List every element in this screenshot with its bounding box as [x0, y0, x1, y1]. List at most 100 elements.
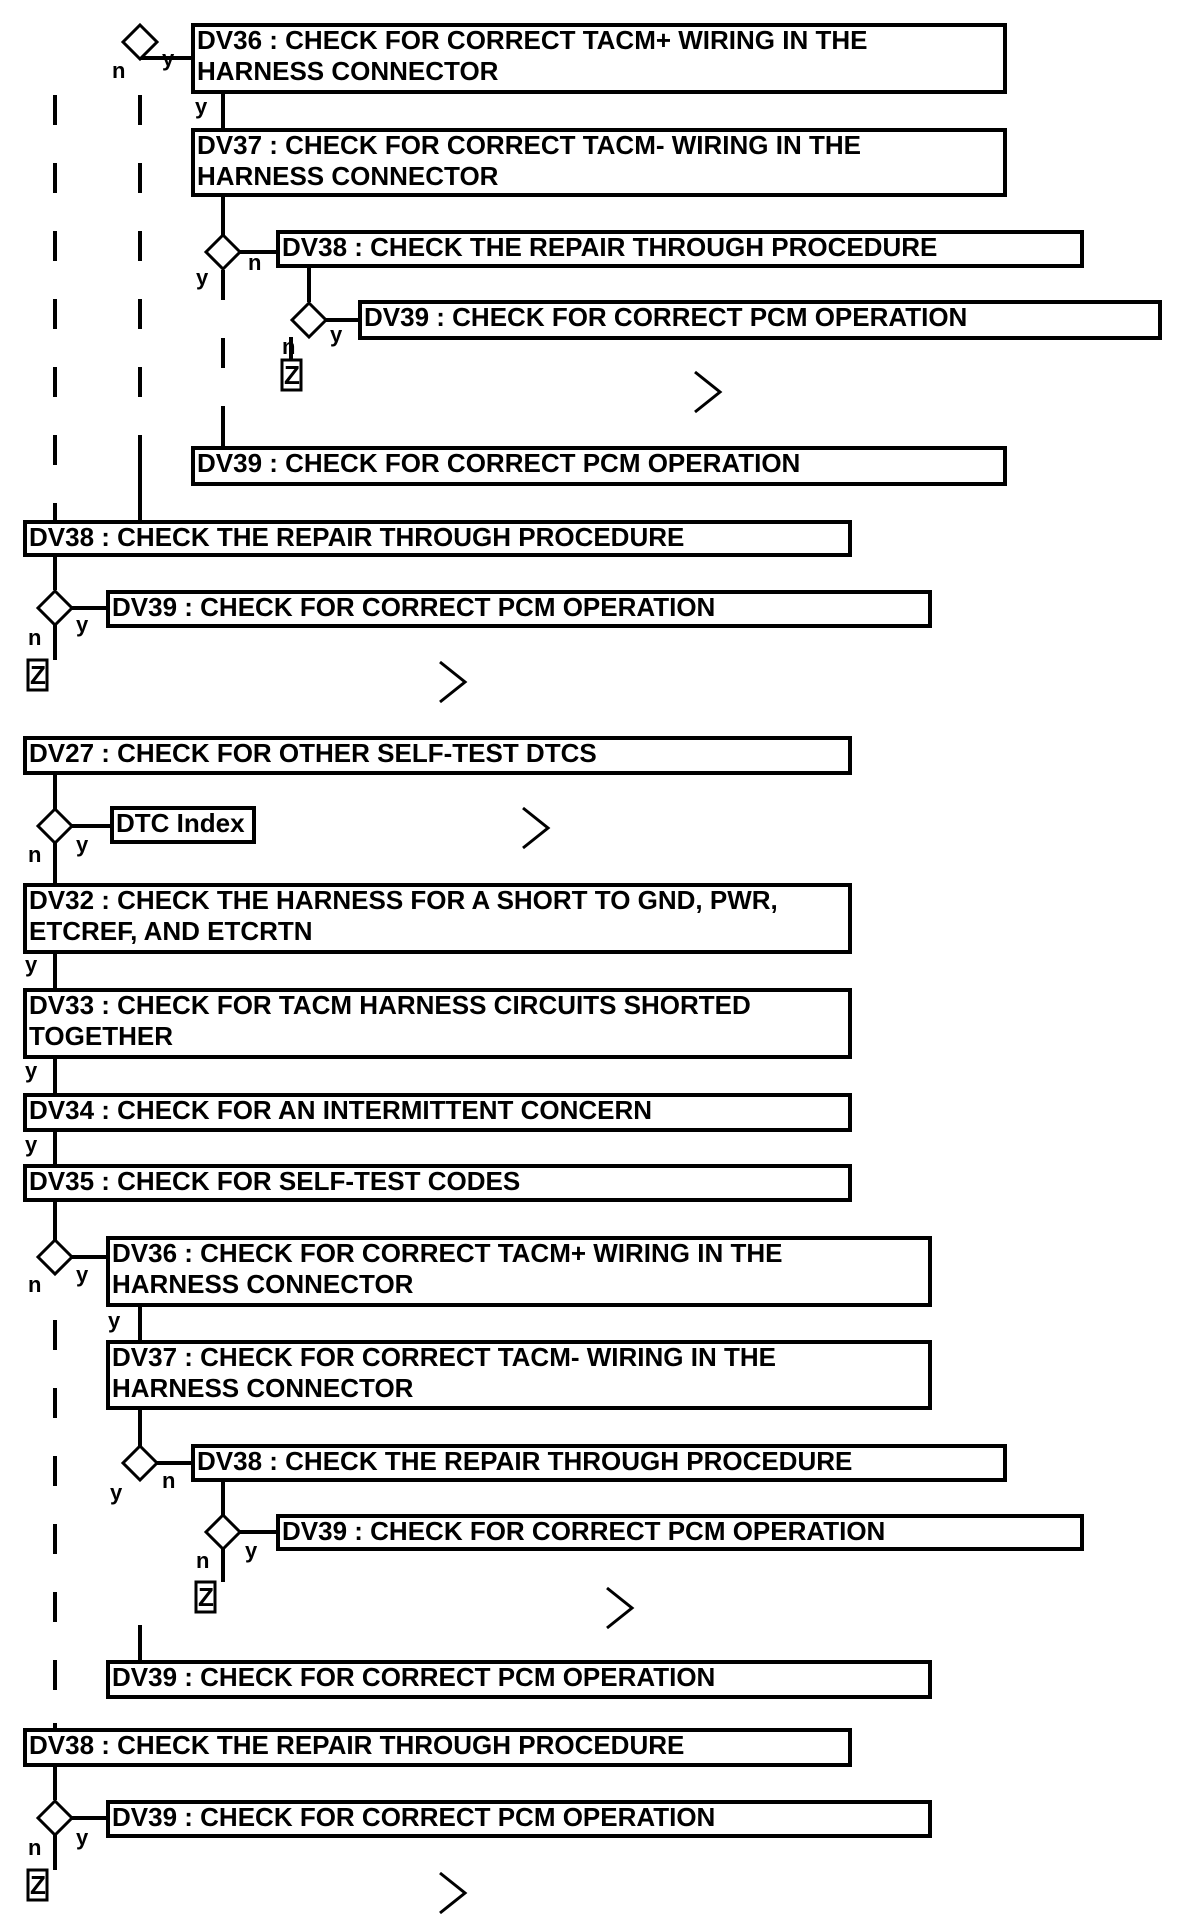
- no-label: n: [282, 334, 295, 359]
- step-dv36-tacm-pos-label: DV36 : CHECK FOR CORRECT TACM+ WIRING IN…: [112, 1238, 782, 1268]
- step-dv32-short-frame: [23, 883, 852, 954]
- yes-label: y: [108, 1308, 121, 1333]
- step-dv39-pcm-label: DV39 : CHECK FOR CORRECT PCM OPERATION: [197, 448, 800, 478]
- step-dv39-pcm-label: DV39 : CHECK FOR CORRECT PCM OPERATION: [282, 1516, 885, 1546]
- step-dv33-shorted-together-label: TOGETHER: [29, 1021, 173, 1051]
- step-dv39-pcm[interactable]: DV39 : CHECK FOR CORRECT PCM OPERATION: [358, 300, 1162, 340]
- yes-label: y: [330, 322, 343, 347]
- step-dv39-pcm-label: DV39 : CHECK FOR CORRECT PCM OPERATION: [112, 592, 715, 622]
- step-dv36-tacm-pos-frame: [106, 1236, 932, 1307]
- step-dv39-pcm[interactable]: DV39 : CHECK FOR CORRECT PCM OPERATION: [276, 1514, 1084, 1551]
- yes-label: y: [76, 612, 89, 637]
- step-dv38-repair-label: DV38 : CHECK THE REPAIR THROUGH PROCEDUR…: [29, 522, 684, 552]
- no-label: n: [248, 250, 261, 275]
- step-dv36-tacm-pos[interactable]: DV36 : CHECK FOR CORRECT TACM+ WIRING IN…: [191, 23, 1007, 94]
- step-dv27-other-dtcs[interactable]: DV27 : CHECK FOR OTHER SELF-TEST DTCS: [23, 736, 852, 775]
- step-dv39-pcm-label: DV39 : CHECK FOR CORRECT PCM OPERATION: [112, 1802, 715, 1832]
- step-dv37-tacm-neg-label: DV37 : CHECK FOR CORRECT TACM- WIRING IN…: [197, 130, 861, 160]
- step-dv35-self-test-label: DV35 : CHECK FOR SELF-TEST CODES: [29, 1166, 520, 1196]
- end-z-marker[interactable]: Z: [280, 358, 303, 392]
- step-dv39-pcm[interactable]: DV39 : CHECK FOR CORRECT PCM OPERATION: [106, 1800, 932, 1838]
- step-dv39-pcm-frame: [106, 590, 932, 628]
- end-z-frame: [194, 1580, 217, 1614]
- yes-label: y: [245, 1538, 258, 1563]
- step-dv38-repair[interactable]: DV38 : CHECK THE REPAIR THROUGH PROCEDUR…: [23, 520, 852, 557]
- diamond-icon: [35, 1798, 75, 1838]
- diamond-icon: [35, 1237, 75, 1277]
- step-dv36-tacm-pos-label: HARNESS CONNECTOR: [197, 56, 499, 86]
- diamond-icon: [203, 1512, 243, 1552]
- step-dv34-intermittent[interactable]: DV34 : CHECK FOR AN INTERMITTENT CONCERN: [23, 1093, 852, 1132]
- diamond-icon: [289, 300, 329, 340]
- yes-label: y: [76, 1825, 89, 1850]
- end-z-label: Z: [30, 1870, 46, 1900]
- step-dv33-shorted-together[interactable]: DV33 : CHECK FOR TACM HARNESS CIRCUITS S…: [23, 988, 852, 1059]
- step-dv36-tacm-pos-label: DV36 : CHECK FOR CORRECT TACM+ WIRING IN…: [197, 25, 867, 55]
- step-dv38-repair-label: DV38 : CHECK THE REPAIR THROUGH PROCEDUR…: [29, 1730, 684, 1760]
- no-label: n: [28, 625, 41, 650]
- step-dv38-repair-label: DV38 : CHECK THE REPAIR THROUGH PROCEDUR…: [197, 1446, 852, 1476]
- dtc-index-link-frame: [110, 806, 256, 844]
- end-z-frame: [26, 1868, 49, 1902]
- step-dv39-pcm-frame: [191, 446, 1007, 486]
- step-dv34-intermittent-label: DV34 : CHECK FOR AN INTERMITTENT CONCERN: [29, 1095, 652, 1125]
- no-label: n: [112, 58, 125, 83]
- yes-label: y: [25, 1132, 38, 1157]
- end-z-frame: [280, 358, 303, 392]
- diamond-icon: [35, 806, 75, 846]
- step-dv36-tacm-pos-frame: [191, 23, 1007, 94]
- end-z-label: Z: [30, 660, 46, 690]
- step-dv33-shorted-together-frame: [23, 988, 852, 1059]
- step-dv27-other-dtcs-label: DV27 : CHECK FOR OTHER SELF-TEST DTCS: [29, 738, 597, 768]
- step-dv37-tacm-neg-label: HARNESS CONNECTOR: [197, 161, 499, 191]
- step-dv39-pcm[interactable]: DV39 : CHECK FOR CORRECT PCM OPERATION: [191, 446, 1007, 486]
- step-dv38-repair-label: DV38 : CHECK THE REPAIR THROUGH PROCEDUR…: [282, 232, 937, 262]
- step-dv32-short[interactable]: DV32 : CHECK THE HARNESS FOR A SHORT TO …: [23, 883, 852, 954]
- chevron-right-icon[interactable]: [439, 1871, 468, 1915]
- diamond-icon: [203, 232, 243, 272]
- chevron-right-icon[interactable]: [694, 370, 723, 414]
- step-dv38-repair[interactable]: DV38 : CHECK THE REPAIR THROUGH PROCEDUR…: [23, 1728, 852, 1767]
- step-dv39-pcm[interactable]: DV39 : CHECK FOR CORRECT PCM OPERATION: [106, 590, 932, 628]
- yes-label: y: [195, 94, 208, 119]
- step-dv39-pcm-frame: [276, 1514, 1084, 1551]
- diamond-icon: [120, 1443, 160, 1483]
- end-z-marker[interactable]: Z: [194, 1580, 217, 1614]
- no-label: n: [28, 842, 41, 867]
- yes-label: y: [110, 1480, 123, 1505]
- yes-label: y: [76, 832, 89, 857]
- dtc-index-link-label: DTC Index: [116, 808, 245, 838]
- yes-label: y: [76, 1262, 89, 1287]
- step-dv38-repair-frame: [23, 1728, 852, 1767]
- step-dv35-self-test-frame: [23, 1164, 852, 1202]
- step-dv32-short-label: DV32 : CHECK THE HARNESS FOR A SHORT TO …: [29, 885, 778, 915]
- chevron-right-icon[interactable]: [606, 1586, 635, 1630]
- step-dv37-tacm-neg-label: HARNESS CONNECTOR: [112, 1373, 414, 1403]
- step-dv36-tacm-pos[interactable]: DV36 : CHECK FOR CORRECT TACM+ WIRING IN…: [106, 1236, 932, 1307]
- step-dv37-tacm-neg[interactable]: DV37 : CHECK FOR CORRECT TACM- WIRING IN…: [106, 1340, 932, 1410]
- no-label: n: [28, 1835, 41, 1860]
- step-dv37-tacm-neg[interactable]: DV37 : CHECK FOR CORRECT TACM- WIRING IN…: [191, 128, 1007, 197]
- step-dv34-intermittent-frame: [23, 1093, 852, 1132]
- diamond-icon: [35, 588, 75, 628]
- step-dv39-pcm-frame: [106, 1800, 932, 1838]
- step-dv38-repair-frame: [23, 520, 852, 557]
- step-dv39-pcm-label: DV39 : CHECK FOR CORRECT PCM OPERATION: [112, 1662, 715, 1692]
- step-dv33-shorted-together-label: DV33 : CHECK FOR TACM HARNESS CIRCUITS S…: [29, 990, 751, 1020]
- chevron-right-icon[interactable]: [439, 660, 468, 704]
- chevron-right-icon[interactable]: [522, 806, 551, 850]
- step-dv38-repair-frame: [191, 1444, 1007, 1482]
- end-z-label: Z: [198, 1582, 214, 1612]
- step-dv38-repair[interactable]: DV38 : CHECK THE REPAIR THROUGH PROCEDUR…: [276, 230, 1084, 268]
- step-dv38-repair-frame: [276, 230, 1084, 268]
- yes-label: y: [162, 46, 175, 71]
- step-dv39-pcm-frame: [358, 300, 1162, 340]
- step-dv37-tacm-neg-frame: [106, 1340, 932, 1410]
- step-dv38-repair[interactable]: DV38 : CHECK THE REPAIR THROUGH PROCEDUR…: [191, 1444, 1007, 1482]
- end-z-marker[interactable]: Z: [26, 658, 49, 692]
- end-z-marker[interactable]: Z: [26, 1868, 49, 1902]
- step-dv39-pcm[interactable]: DV39 : CHECK FOR CORRECT PCM OPERATION: [106, 1660, 932, 1699]
- dtc-index-link[interactable]: DTC Index: [110, 806, 256, 844]
- step-dv35-self-test[interactable]: DV35 : CHECK FOR SELF-TEST CODES: [23, 1164, 852, 1202]
